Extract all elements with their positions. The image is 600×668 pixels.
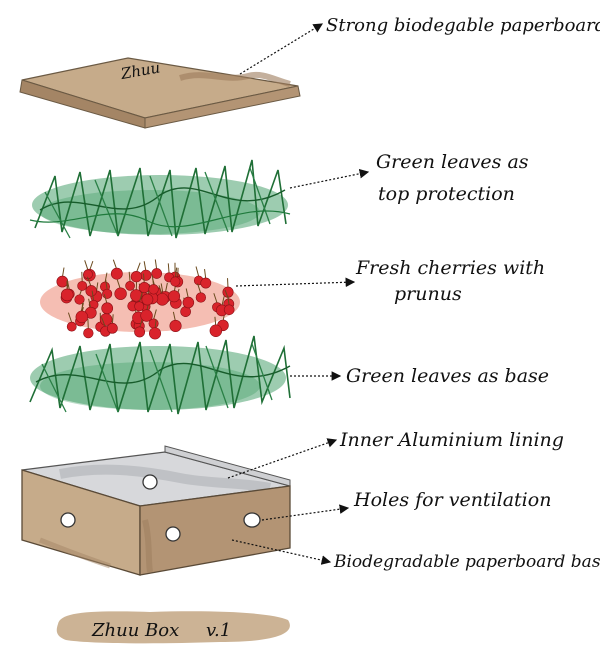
paperboard-lid: Zhuu <box>19 57 301 129</box>
cherry-stem <box>143 261 147 272</box>
cherry <box>168 290 181 303</box>
arrow-lid <box>239 23 324 75</box>
cherry-cluster <box>56 259 235 340</box>
cherry-stem <box>105 279 108 290</box>
cherry <box>101 302 114 315</box>
arrow-holes <box>261 504 350 521</box>
label-base-leaves: Green leaves as base <box>346 365 550 387</box>
cherry <box>195 292 206 303</box>
cherry <box>75 310 89 324</box>
cherry <box>110 267 123 280</box>
footer-title: Zhuu Box <box>91 620 179 641</box>
cherry <box>134 301 145 312</box>
cherry <box>209 324 223 337</box>
ventilation-hole <box>60 512 76 528</box>
arrow-top-leaves <box>289 168 370 189</box>
cherry-stem <box>67 312 73 323</box>
top-leaves-layer <box>29 159 291 239</box>
cherry <box>102 288 113 299</box>
cherry-stem <box>167 263 170 274</box>
cherry <box>140 269 152 281</box>
cherry <box>60 288 74 302</box>
base-leaves-layer <box>29 335 291 415</box>
cherry <box>148 327 162 340</box>
cherry-stem <box>204 268 207 280</box>
cherry-stem <box>86 276 92 288</box>
ventilation-hole <box>165 526 181 542</box>
cherry <box>83 327 94 339</box>
paperboard-base-box <box>21 445 291 576</box>
label-cherries-line1: Fresh cherries with <box>356 257 546 279</box>
cherry <box>200 277 212 289</box>
cherries-layer <box>40 259 240 340</box>
cherry <box>148 284 159 295</box>
cherry <box>151 268 163 279</box>
label-lining: Inner Aluminium lining <box>340 429 564 451</box>
label-top-leaves-line1: Green leaves as <box>376 151 529 173</box>
cherry <box>114 287 127 300</box>
cherry <box>85 285 97 297</box>
cherry <box>182 296 195 309</box>
arrow-lining <box>227 438 338 479</box>
cherry <box>77 280 88 291</box>
cherry-stem <box>84 260 89 271</box>
ventilation-hole <box>142 474 158 490</box>
cherry-stem <box>154 259 158 270</box>
cherry-stem <box>101 317 106 328</box>
cherry <box>141 293 154 306</box>
cherry-stem <box>153 309 157 320</box>
arrow-base <box>231 539 332 565</box>
footer-version: v.1 <box>206 620 231 641</box>
label-cherries-line2: prunus <box>394 283 462 305</box>
label-lid: Strong biodegable paperboard <box>326 15 600 36</box>
cherry-stem <box>138 292 143 303</box>
cherry <box>130 289 143 302</box>
cherry-stem <box>197 283 202 294</box>
cherry-stem <box>66 279 70 291</box>
cherry <box>140 309 153 322</box>
cherry <box>134 326 146 338</box>
label-top-leaves-line2: top protection <box>378 183 515 205</box>
cherry <box>56 275 69 288</box>
cherry <box>155 293 169 306</box>
callout-arrows <box>227 23 370 565</box>
cherry <box>169 319 182 332</box>
cherry-stem <box>135 262 141 273</box>
footer-banner: Zhuu Box v.1 <box>56 611 290 644</box>
ventilation-hole <box>243 512 261 528</box>
cherry-stem <box>143 273 145 284</box>
cherry-stem <box>227 295 230 306</box>
cherry <box>125 280 135 291</box>
cherry-stem <box>128 271 131 282</box>
cherry-stem <box>111 314 114 325</box>
cherry <box>170 276 181 287</box>
arrow-cherries <box>235 277 356 288</box>
cherry <box>130 271 142 283</box>
cherry-stem <box>104 272 108 283</box>
cherry <box>66 321 77 332</box>
cherry <box>106 322 118 334</box>
cherry <box>74 294 85 305</box>
cherry-stem <box>213 293 218 304</box>
cherry-stem <box>174 267 178 278</box>
ventilation-holes <box>60 474 261 542</box>
cherry-stem <box>151 275 155 286</box>
cherry-stem <box>91 290 95 301</box>
label-holes: Holes for ventilation <box>354 489 552 511</box>
cherry-stem <box>195 266 200 277</box>
cherry <box>223 304 235 316</box>
cherry <box>138 281 150 294</box>
label-base: Biodegradable paperboard base <box>334 552 600 572</box>
